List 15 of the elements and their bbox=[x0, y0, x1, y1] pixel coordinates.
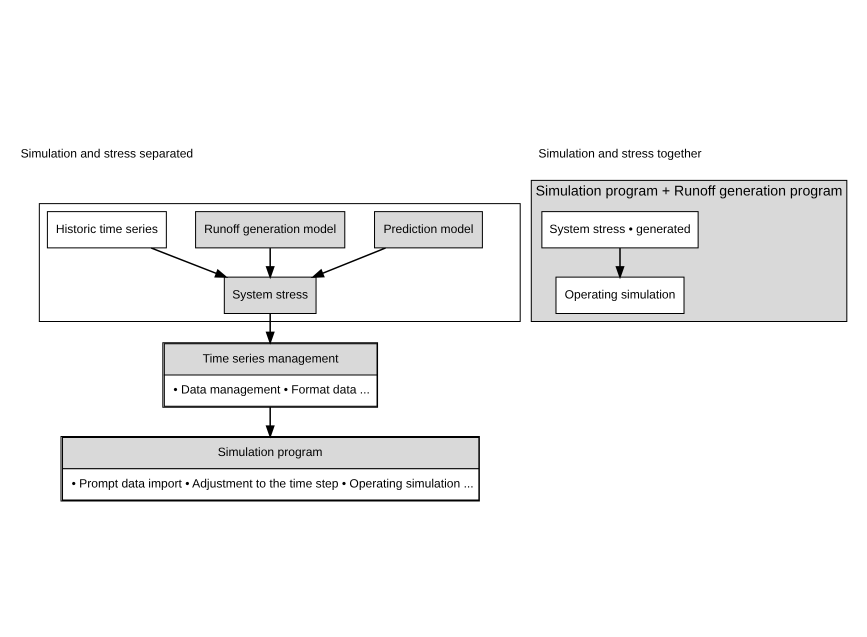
arrow bbox=[615, 248, 625, 280]
node-box: System stress • generated bbox=[541, 211, 699, 248]
arrow bbox=[266, 407, 275, 438]
label: Simulation and stress separated bbox=[20, 146, 194, 160]
arrow bbox=[266, 314, 275, 345]
node-box: Runoff generation model bbox=[195, 211, 346, 248]
node-box: Prediction model bbox=[374, 211, 483, 248]
node-box: Operating simulation bbox=[555, 276, 685, 314]
node-box: System stress bbox=[224, 276, 317, 314]
arrow bbox=[266, 248, 275, 280]
label: Simulation and stress together bbox=[538, 146, 702, 160]
arrow bbox=[150, 247, 228, 278]
node-box: Historic time series bbox=[46, 211, 167, 248]
arrow bbox=[310, 247, 386, 278]
cluster bbox=[38, 203, 521, 322]
